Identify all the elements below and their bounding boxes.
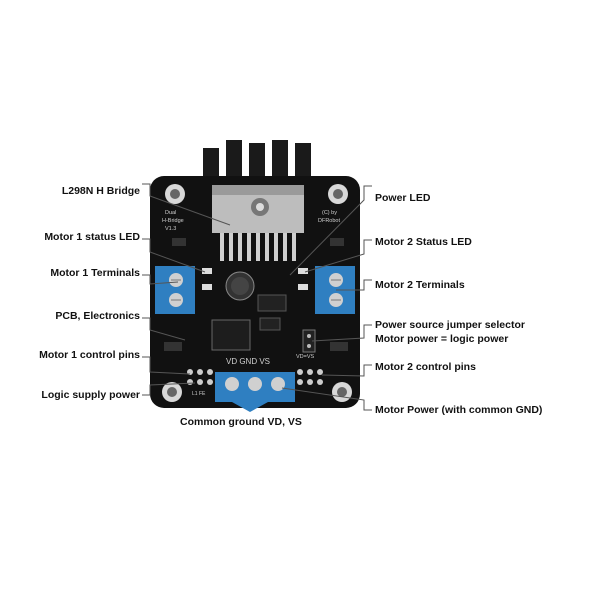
label-l298n-h-bridge: L298N H Bridge xyxy=(61,185,140,197)
label-motor-1-status-led: Motor 1 status LED xyxy=(44,231,140,243)
motor-2-control-pins xyxy=(297,369,323,385)
leader-lines xyxy=(142,183,372,411)
label-motor-1-control-pins: Motor 1 control pins xyxy=(39,349,140,361)
silk-board-2: H-Bridge xyxy=(162,218,184,224)
silk-pins: L1 FE xyxy=(192,391,206,397)
logic-ic xyxy=(211,319,251,351)
label-power-source-jumper: Power source jumper selector xyxy=(375,319,525,331)
silk-board-1: Dual xyxy=(165,210,176,216)
silk-credit-1: (C) by xyxy=(322,210,337,216)
silk-jumper: VD=VS xyxy=(296,354,315,360)
l298n-chip xyxy=(212,185,304,261)
label-motor-2-status-led: Motor 2 Status LED xyxy=(375,236,472,248)
label-motor-2-terminals: Motor 2 Terminals xyxy=(375,279,465,291)
label-motor-power-logic-power: Motor power = logic power xyxy=(375,333,509,345)
silk-credit-2: DFRobot xyxy=(318,218,340,224)
smd-components xyxy=(164,238,348,351)
power-terminal xyxy=(215,372,295,412)
label-power-led: Power LED xyxy=(375,192,431,204)
capacitor xyxy=(225,271,255,301)
label-logic-supply-power: Logic supply power xyxy=(41,389,140,401)
label-motor-2-control-pins: Motor 2 control pins xyxy=(375,361,476,373)
motor-1-terminal xyxy=(155,266,195,314)
label-common-ground: Common ground VD, VS xyxy=(180,416,302,428)
silk-power-terminal: VD GND VS xyxy=(226,357,270,366)
motor-1-control-pins xyxy=(187,369,213,385)
power-jumper xyxy=(302,329,316,353)
label-pcb-electronics: PCB, Electronics xyxy=(55,310,140,322)
label-motor-power: Motor Power (with common GND) xyxy=(375,404,543,416)
label-motor-1-terminals: Motor 1 Terminals xyxy=(50,267,140,279)
silk-board-3: V1.3 xyxy=(165,226,176,232)
